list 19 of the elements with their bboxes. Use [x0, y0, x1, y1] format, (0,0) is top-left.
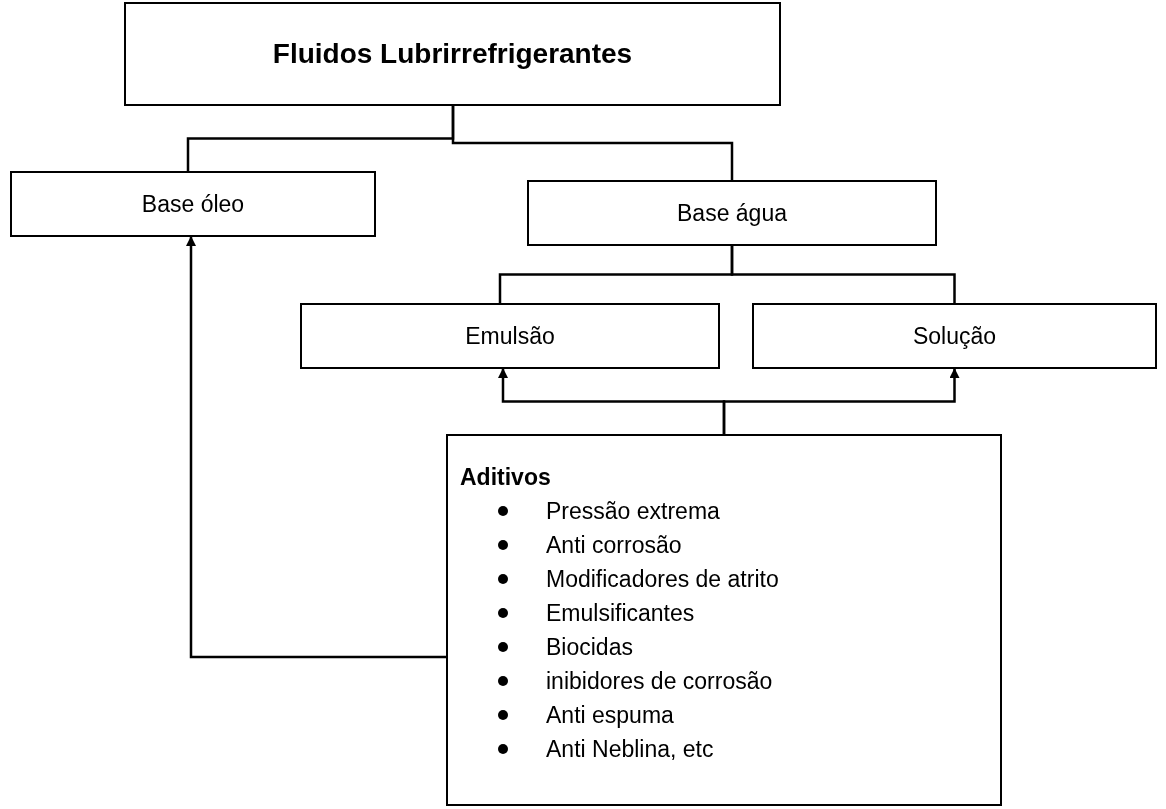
connector-line — [730, 246, 956, 303]
category-box: Emulsão — [300, 303, 720, 369]
arrow — [722, 368, 960, 434]
box-heading: Aditivos — [460, 463, 551, 492]
category-box: Base água — [527, 180, 937, 246]
arrow — [186, 236, 446, 659]
bullet-item: Modificadores de atrito — [460, 562, 779, 596]
additives-box — [446, 434, 1002, 806]
connector-line — [451, 106, 734, 180]
bullet-item: Biocidas — [460, 630, 633, 664]
bullet-item: Anti corrosão — [460, 528, 682, 562]
title-box: Fluidos Lubrirrefrigerantes — [124, 2, 781, 106]
bullet-item: Anti Neblina, etc — [460, 732, 714, 766]
category-box: Solução — [752, 303, 1157, 369]
bullet-item: inibidores de corrosão — [460, 664, 773, 698]
category-box: Base óleo — [10, 171, 376, 237]
bullet-item: Pressão extrema — [460, 494, 720, 528]
bullet-item: Anti espuma — [460, 698, 674, 732]
bullet-item: Emulsificantes — [460, 596, 695, 630]
